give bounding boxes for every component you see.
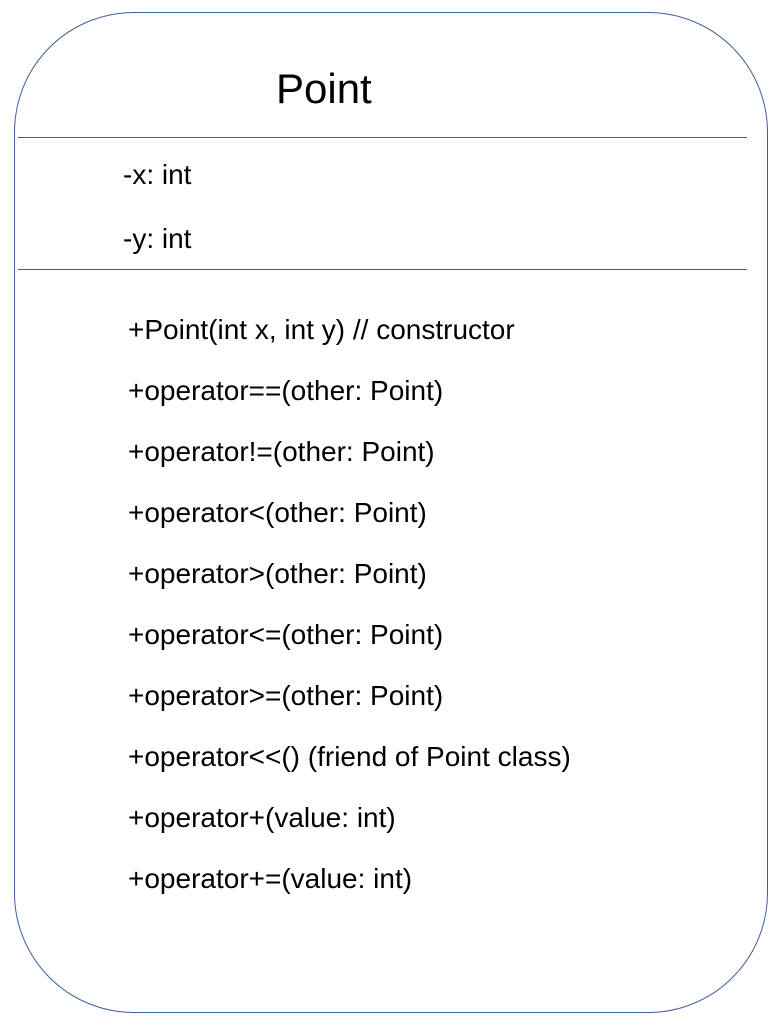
attributes-methods-divider bbox=[18, 269, 747, 270]
method-constructor: +Point(int x, int y) // constructor bbox=[128, 314, 515, 345]
method-operator-not-equal: +operator!=(other: Point) bbox=[128, 436, 435, 467]
uml-class-box: Point -x: int -y: int +Point(int x, int … bbox=[14, 12, 768, 1013]
method-operator-greater-equal: +operator>=(other: Point) bbox=[128, 680, 444, 711]
class-name: Point bbox=[276, 65, 372, 112]
method-operator-equal: +operator==(other: Point) bbox=[128, 375, 444, 406]
method-operator-less: +operator<(other: Point) bbox=[128, 497, 427, 528]
method-operator-greater: +operator>(other: Point) bbox=[128, 558, 427, 589]
attribute-x: -x: int bbox=[123, 159, 192, 190]
name-attributes-divider bbox=[18, 137, 747, 138]
method-operator-stream-insert: +operator<<() (friend of Point class) bbox=[128, 741, 571, 772]
method-operator-less-equal: +operator<=(other: Point) bbox=[128, 619, 444, 650]
method-operator-plus-assign: +operator+=(value: int) bbox=[128, 863, 413, 894]
attribute-y: -y: int bbox=[123, 223, 192, 254]
method-operator-plus: +operator+(value: int) bbox=[128, 802, 396, 833]
